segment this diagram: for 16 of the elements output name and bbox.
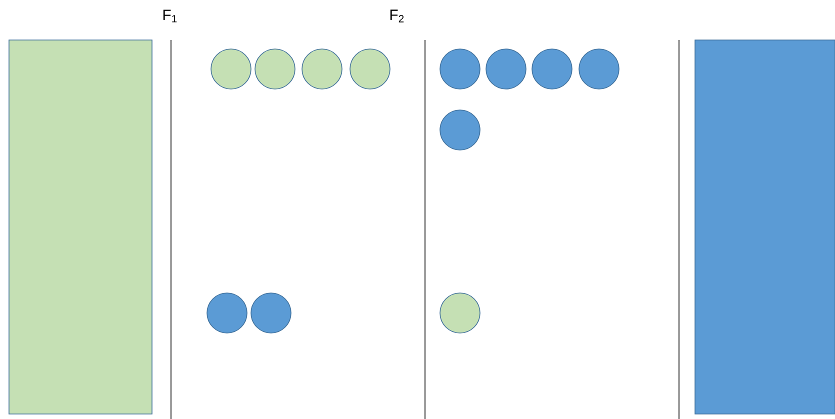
ball <box>440 292 480 334</box>
ball <box>532 48 572 90</box>
ball <box>302 48 342 90</box>
ball <box>486 48 526 90</box>
ball <box>250 292 292 334</box>
bar <box>694 40 835 414</box>
force-label: F$_{2}$ <box>390 10 404 22</box>
ball <box>440 48 480 90</box>
ball <box>440 110 480 150</box>
force-label: F$_{1}$ <box>163 10 177 22</box>
ball <box>254 48 296 90</box>
bar <box>8 40 152 414</box>
ball <box>578 48 620 90</box>
ball <box>350 48 390 90</box>
ball <box>210 48 252 90</box>
ball <box>206 292 248 334</box>
